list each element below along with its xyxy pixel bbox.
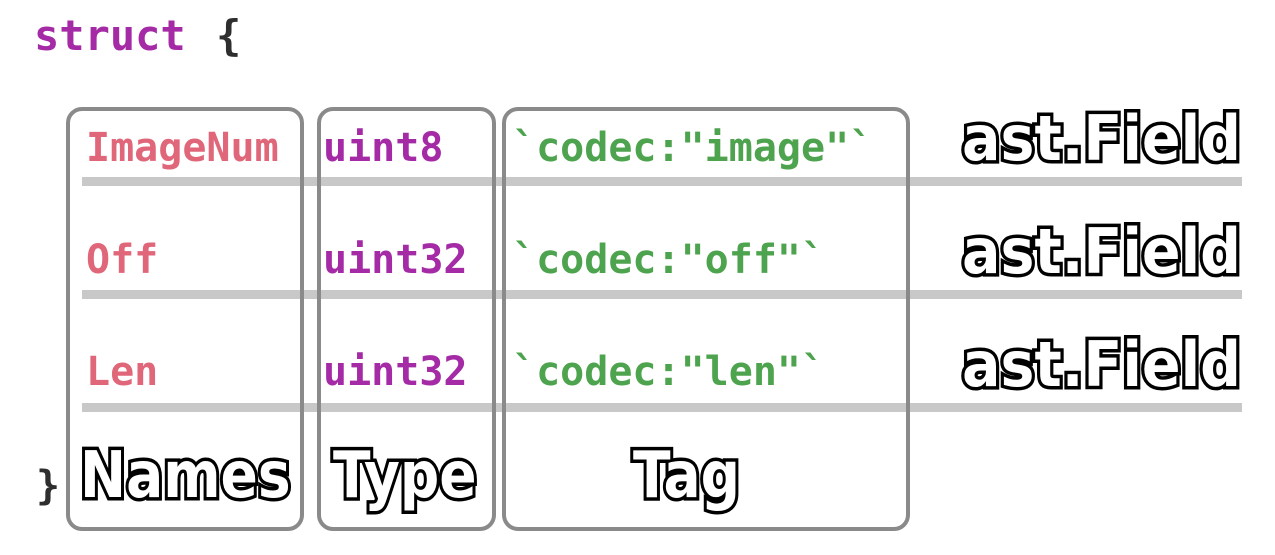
type-column-box — [317, 107, 496, 531]
tag-column-box — [502, 107, 910, 531]
field-type: uint32 — [323, 237, 468, 283]
field-tag: `codec:"image"` — [512, 125, 874, 171]
field-name: Off — [86, 237, 159, 283]
row-rule-3 — [82, 403, 1242, 412]
row-label-ast-field: ast.Field — [959, 102, 1244, 175]
field-name: Len — [86, 349, 159, 395]
struct-keyword: struct — [34, 11, 186, 60]
column-label-type: Type — [330, 439, 480, 513]
open-brace: { — [216, 11, 242, 60]
column-label-names: Names — [77, 439, 294, 513]
names-column-box — [66, 107, 304, 531]
field-name: ImageNum — [86, 125, 279, 171]
field-type: uint32 — [323, 349, 468, 395]
field-type: uint8 — [323, 125, 444, 171]
field-tag: `codec:"off"` — [512, 237, 826, 283]
row-label-ast-field: ast.Field — [959, 215, 1244, 288]
row-rule-1 — [82, 177, 1242, 186]
close-brace: } — [36, 463, 61, 509]
field-tag: `codec:"len"` — [512, 349, 826, 395]
column-label-tag: Tag — [630, 439, 743, 513]
row-label-ast-field: ast.Field — [959, 328, 1244, 401]
row-rule-2 — [82, 290, 1242, 299]
